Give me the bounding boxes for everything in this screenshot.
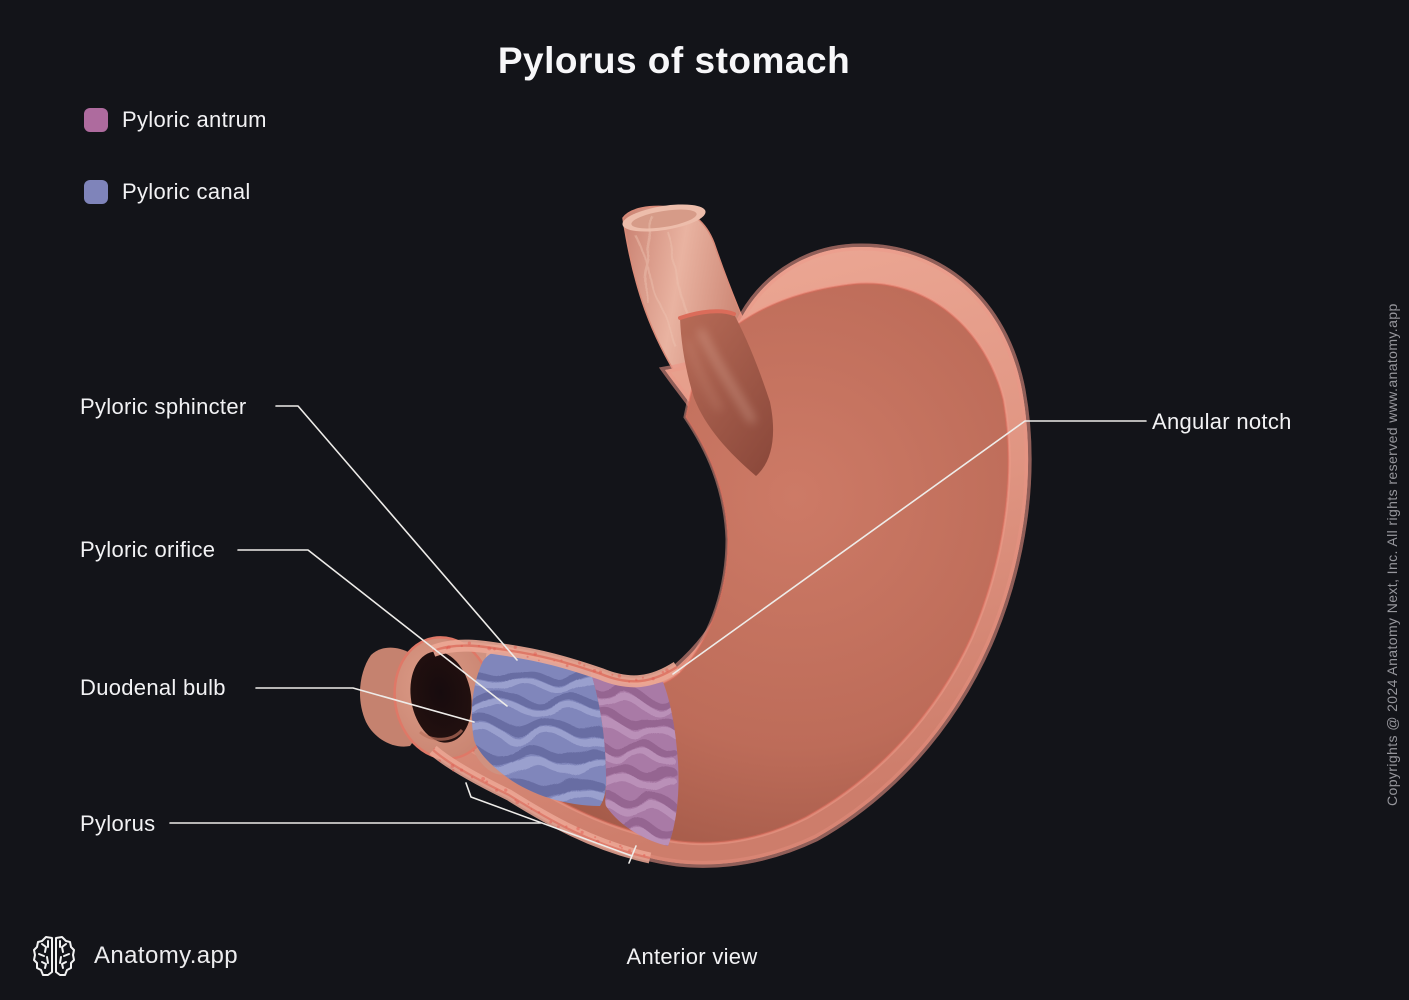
legend-item-canal: Pyloric canal	[84, 178, 267, 206]
cardia-channel	[678, 309, 774, 476]
label-pyloric-orifice: Pyloric orifice	[80, 537, 216, 562]
antrum-color-swatch	[84, 108, 108, 132]
canal-color-swatch	[84, 180, 108, 204]
label-angular-notch: Angular notch	[1152, 409, 1292, 434]
leader-pyloric-orifice	[237, 549, 508, 707]
page-title: Pylorus of stomach	[497, 40, 851, 81]
pyloric-wall-bands	[429, 639, 681, 864]
leader-pyloric-sphincter	[275, 405, 518, 661]
brand-name: Anatomy.app	[94, 942, 239, 969]
label-duodenal-bulb: Duodenal bulb	[80, 675, 226, 700]
bracket-pylorus	[465, 782, 637, 864]
leader-duodenal-bulb	[255, 687, 475, 723]
view-label: Anterior view	[626, 944, 758, 969]
copyright-text: Copyrights @ 2024 Anatomy Next, Inc. All…	[1384, 303, 1400, 806]
leader-lines	[169, 405, 1147, 864]
duodenal-lumen	[410, 651, 472, 743]
label-pyloric-sphincter: Pyloric sphincter	[80, 394, 247, 419]
brand: Anatomy.app	[30, 932, 238, 980]
legend-label-antrum: Pyloric antrum	[122, 107, 267, 132]
legend-item-antrum: Pyloric antrum	[84, 106, 267, 134]
leader-angular-notch	[672, 420, 1147, 675]
label-pylorus: Pylorus	[80, 811, 156, 836]
legend-label-canal: Pyloric canal	[122, 179, 251, 204]
brain-icon	[33, 936, 75, 976]
legend: Pyloric antrum Pyloric canal	[84, 106, 267, 250]
pyloric-canal-region	[471, 651, 607, 806]
